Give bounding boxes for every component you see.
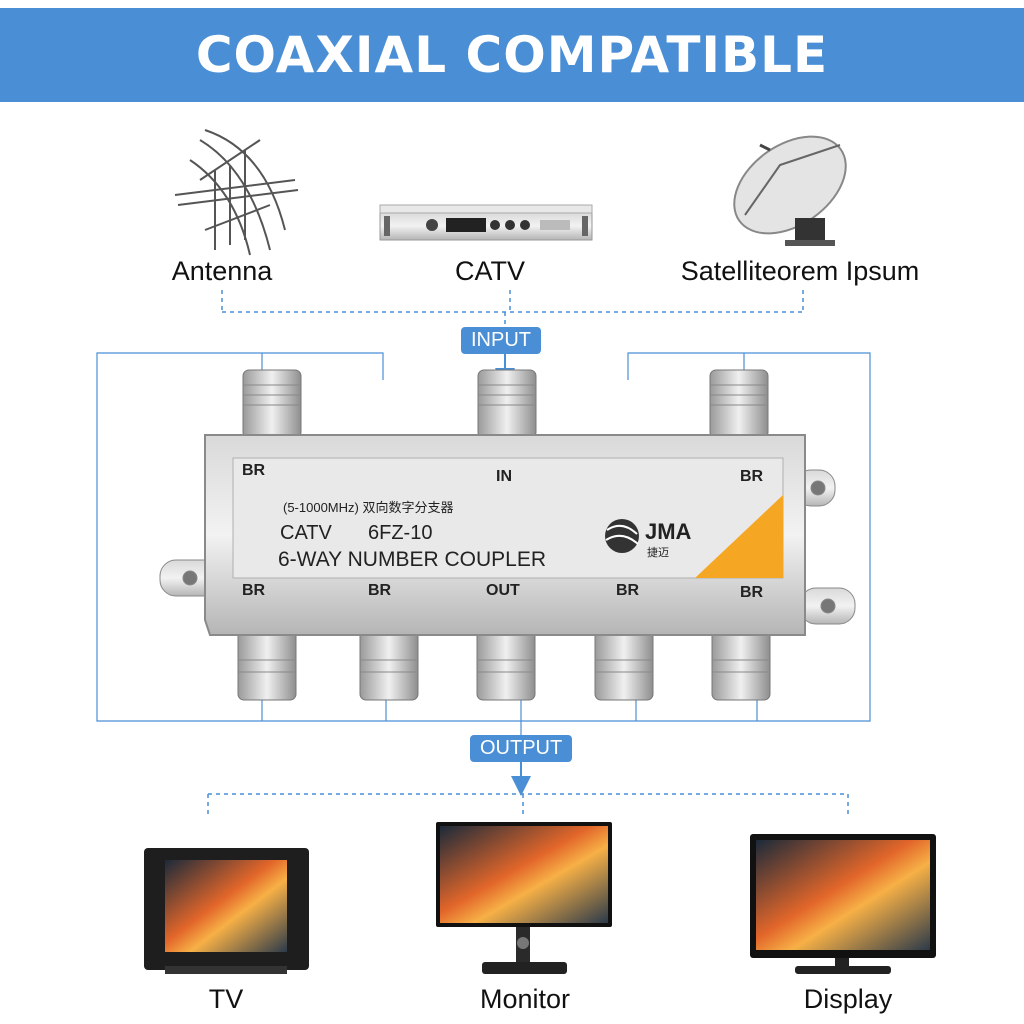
brand-sub: 捷迈 (647, 547, 669, 559)
monitor-icon (436, 822, 612, 974)
input-badge: INPUT (461, 327, 541, 354)
device-name: 6-WAY NUMBER COUPLER (278, 548, 546, 571)
top-port-label-in: IN (496, 468, 512, 485)
output-badge: OUTPUT (470, 735, 573, 762)
top-connectors (242, 369, 769, 439)
output-connectors (207, 793, 849, 818)
bottom-port-label-2: BR (368, 582, 392, 599)
source-label-catv: CATV (454, 256, 525, 286)
bottom-port-label-1: BR (242, 582, 266, 599)
output-label-monitor: Monitor (479, 984, 571, 1014)
top-port-label-left: BR (242, 462, 266, 479)
bottom-port-label-4: BR (616, 582, 640, 599)
device-model-right: 6FZ-10 (368, 522, 433, 544)
device-frame (96, 352, 871, 736)
bottom-port-label-5: BR (740, 584, 764, 601)
output-label-tv: TV (208, 984, 244, 1014)
coupler-body (204, 434, 806, 636)
catv-receiver-icon (379, 204, 593, 241)
page-title: COAXIAL COMPATIBLE (195, 26, 829, 84)
source-connectors (221, 290, 804, 328)
header-banner: COAXIAL COMPATIBLE (0, 8, 1024, 102)
crt-tv-icon (144, 848, 309, 974)
display-icon (750, 834, 936, 974)
satellite-dish-icon (733, 135, 847, 246)
device-spec: (5-1000MHz) 双向数字分支器 (283, 500, 454, 515)
source-label-satellite: Satelliteorem Ipsum (680, 256, 920, 286)
bottom-port-label-out: OUT (486, 582, 520, 599)
output-label-display: Display (803, 984, 893, 1014)
antenna-icon (174, 129, 299, 256)
source-label-antenna: Antenna (171, 256, 273, 286)
brand-logo: JMA (645, 519, 692, 544)
bottom-connectors (237, 624, 771, 701)
device-model-left: CATV (280, 522, 332, 544)
top-port-label-right: BR (740, 468, 764, 485)
